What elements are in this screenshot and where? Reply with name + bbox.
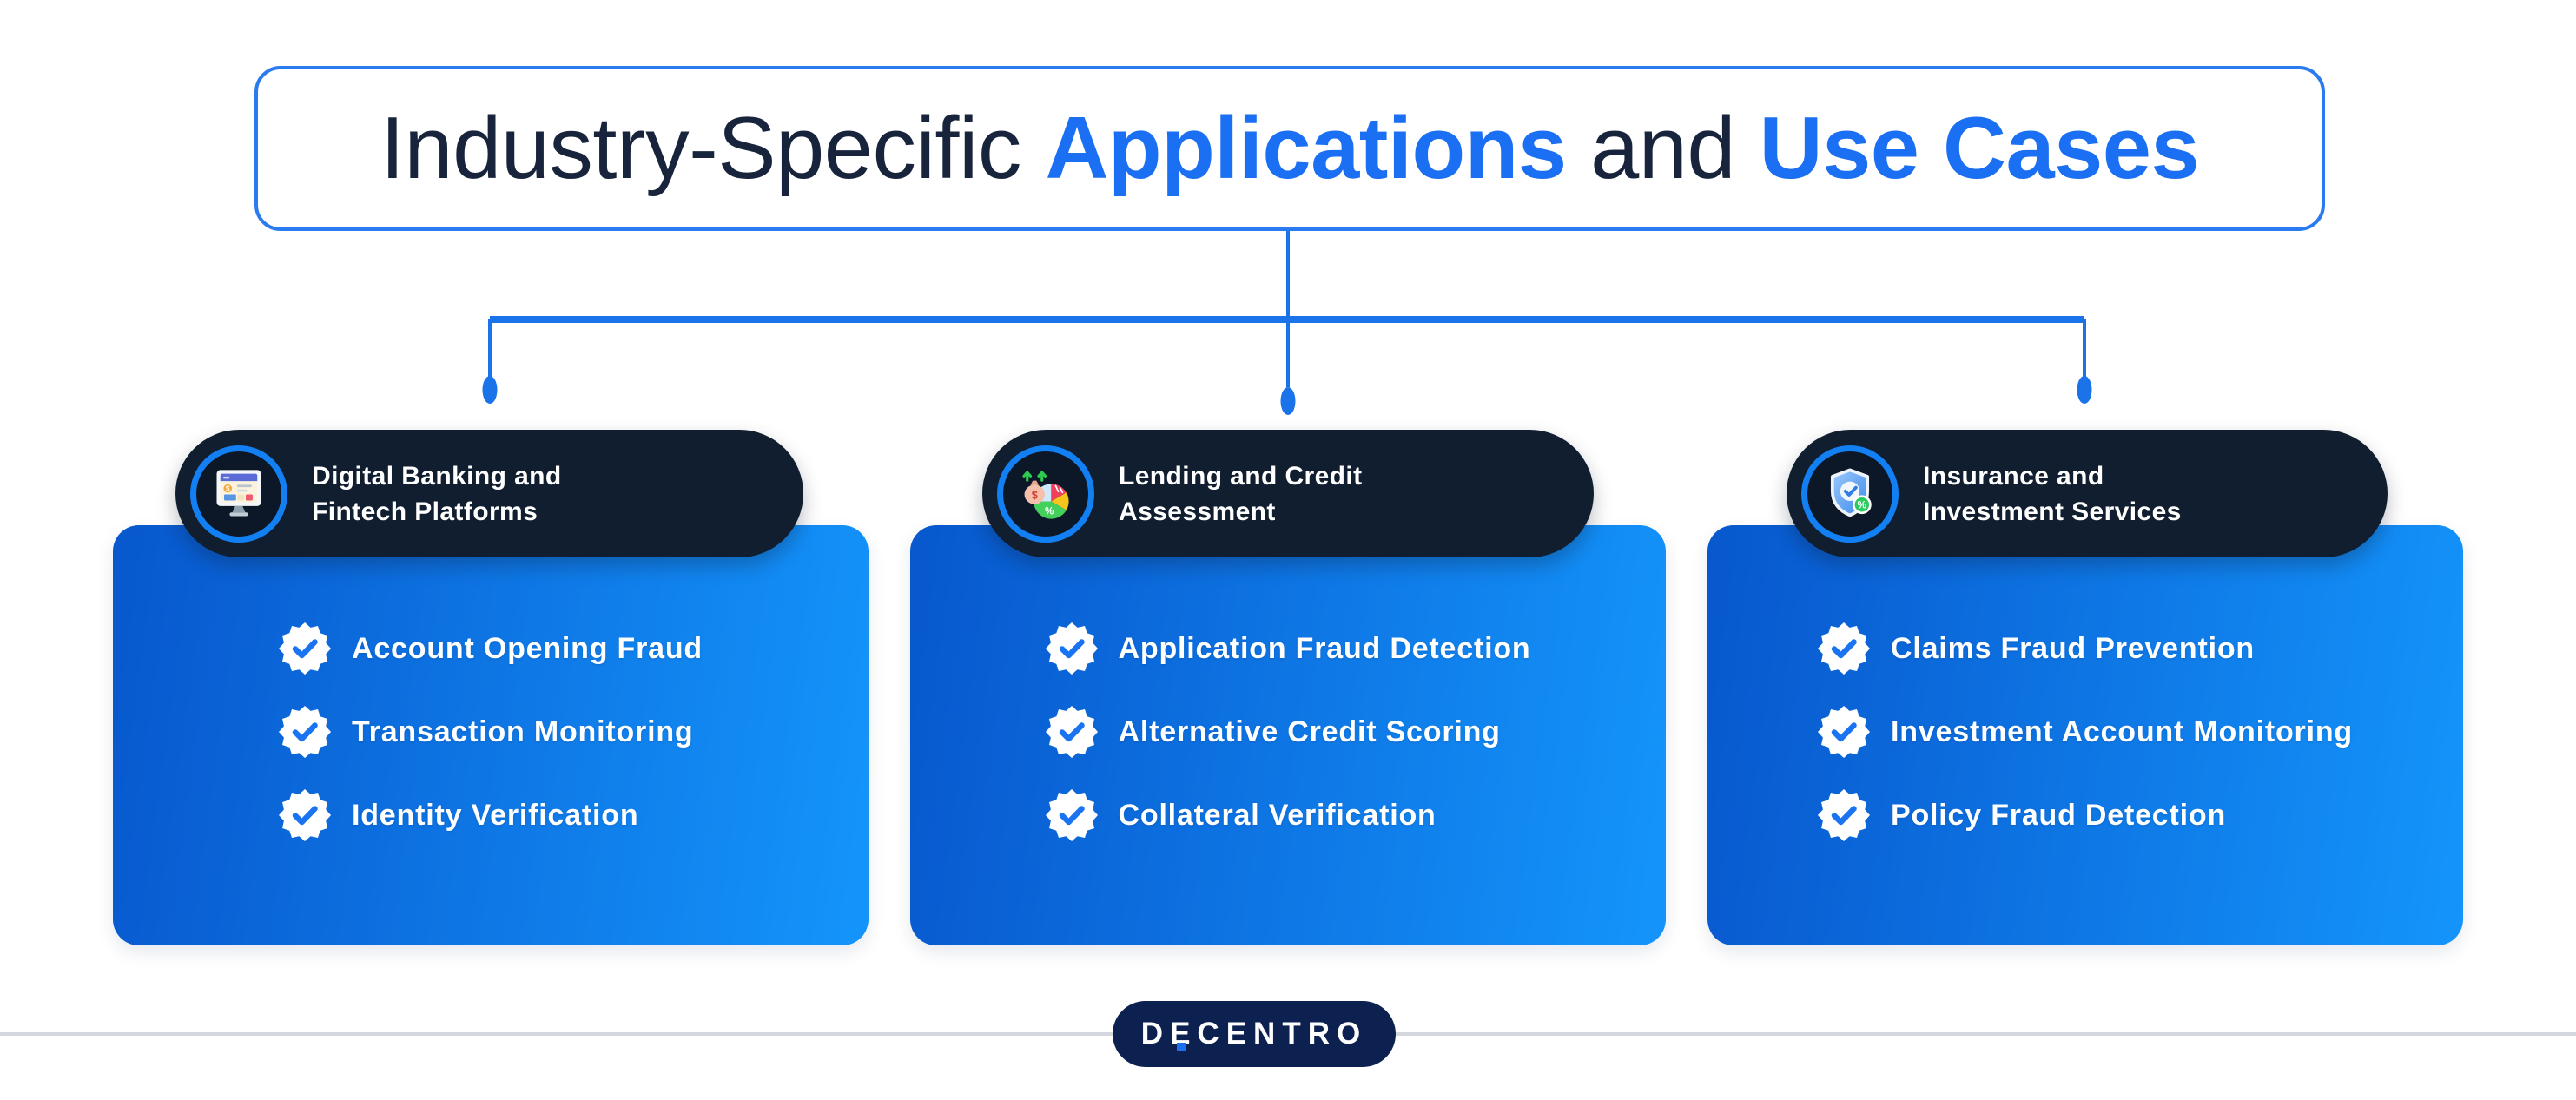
card-header-title-line1: Digital Banking and [312,461,562,491]
svg-text:%: % [1045,505,1054,517]
title-segment-blue-2: Use Cases [1759,99,2200,197]
item-label: Collateral Verification [1118,798,1437,832]
card-insurance-investment-item-list: Claims Fraud Prevention Investment Accou… [1818,622,2353,841]
svg-text:%: % [1858,499,1867,510]
decentro-logo-pill: DECENTRO [1113,1001,1396,1067]
title-segment-dark-1: Industry-Specific [380,99,1046,197]
card-lending-credit: Application Fraud Detection Alternative … [910,525,1666,945]
verified-check-badge-icon [1818,789,1871,841]
item-label: Alternative Credit Scoring [1118,715,1501,748]
verified-check-badge-icon [1045,789,1098,841]
card-insurance-investment: Claims Fraud Prevention Investment Accou… [1707,525,2463,945]
list-item: Investment Account Monitoring [1818,706,2353,758]
title-segment-dark-2: and [1566,99,1760,197]
item-label: Investment Account Monitoring [1891,715,2353,748]
card-header-title-line2: Assessment [1119,497,1276,526]
verified-check-badge-icon [278,789,331,841]
card-header-insurance-investment: % Insurance and Investment Services [1787,430,2388,557]
logo-blue-square-accent [1177,1043,1186,1051]
card-digital-banking-item-list: Account Opening Fraud Transaction Monito… [278,622,703,841]
item-label: Transaction Monitoring [351,715,694,748]
title-segment-blue-1: Applications [1045,99,1567,197]
list-item: Collateral Verification [1045,789,1437,841]
digital-banking-monitor-icon: $ [216,469,261,516]
item-label: Claims Fraud Prevention [1891,631,2255,665]
card-header-title: Lending and Credit Assessment [1119,458,1363,530]
card-header-title-line2: Investment Services [1923,497,2182,526]
insurance-shield-check-icon: % [1830,468,1872,517]
title-box: Industry-Specific Applications and Use C… [254,66,2325,231]
list-item: Application Fraud Detection [1045,622,1531,675]
icon-circle: % $ [997,445,1094,543]
card-header-title-line1: Insurance and [1923,461,2104,491]
card-lending-credit-item-list: Application Fraud Detection Alternative … [1045,622,1531,841]
card-header-digital-banking: $ Digital Banking and Fintech Platforms [175,430,803,557]
item-label: Application Fraud Detection [1118,631,1531,665]
card-header-title: Insurance and Investment Services [1923,458,2182,530]
icon-circle: % [1801,445,1899,543]
lending-pie-chart-money-bag-icon: % $ [1022,470,1069,519]
verified-check-badge-icon [1045,706,1098,758]
icon-circle: $ [190,445,287,543]
verified-check-badge-icon [1818,706,1871,758]
card-header-title-line1: Lending and Credit [1119,461,1363,491]
verified-check-badge-icon [1818,622,1871,675]
list-item: Identity Verification [278,789,639,841]
list-item: Transaction Monitoring [278,706,694,758]
card-digital-banking: Account Opening Fraud Transaction Monito… [113,525,869,945]
item-label: Account Opening Fraud [351,631,703,665]
decentro-logo-text: DECENTRO [1140,1017,1368,1051]
list-item: Policy Fraud Detection [1818,789,2226,841]
connector-dots [482,376,2092,415]
verified-check-badge-icon [278,622,331,675]
list-item: Alternative Credit Scoring [1045,706,1501,758]
card-header-lending-credit: % $ Lending and Credit Assessment [982,430,1594,557]
verified-check-badge-icon [278,706,331,758]
item-label: Identity Verification [351,798,639,832]
svg-text:$: $ [226,484,230,492]
item-label: Policy Fraud Detection [1891,798,2227,832]
list-item: Account Opening Fraud [278,622,703,675]
svg-text:$: $ [1032,488,1038,501]
card-header-title: Digital Banking and Fintech Platforms [312,458,562,530]
card-header-title-line2: Fintech Platforms [312,497,538,526]
verified-check-badge-icon [1045,622,1098,675]
list-item: Claims Fraud Prevention [1818,622,2255,675]
